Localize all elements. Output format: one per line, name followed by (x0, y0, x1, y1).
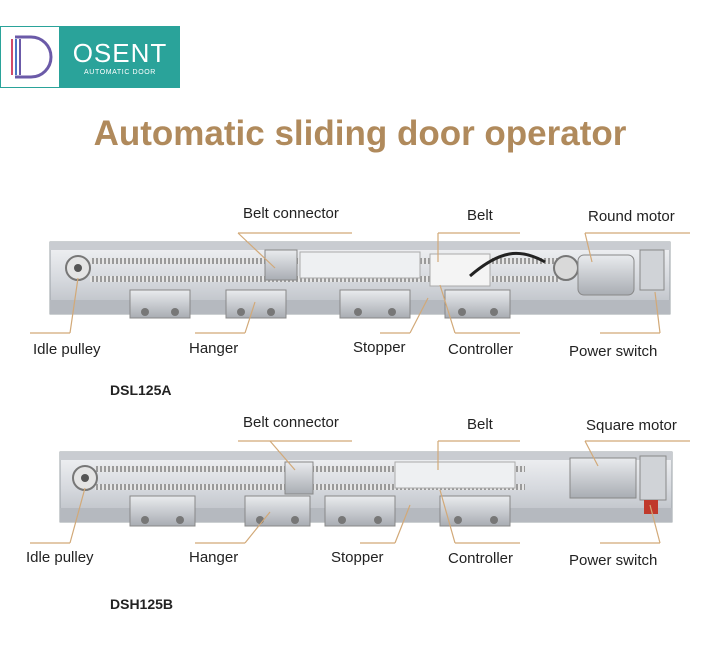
belt-connector-1 (264, 249, 298, 281)
brand-name: OSENT (72, 37, 168, 68)
label-round-motor: Round motor (588, 208, 675, 225)
label-belt-1: Belt (467, 207, 493, 224)
brand-tagline: AUTOMATIC DOOR (84, 68, 156, 76)
label-idle-pulley-2: Idle pulley (26, 549, 94, 566)
label-controller-2: Controller (448, 550, 514, 567)
unit-dsl125a (30, 232, 690, 334)
round-motor-1 (577, 254, 635, 296)
label-hanger-1: Hanger (189, 340, 239, 357)
label-square-motor: Square motor (586, 417, 677, 434)
label-power-switch-1: Power switch (569, 343, 658, 360)
label-hanger-2: Hanger (189, 549, 239, 566)
label-power-switch-2: Power switch (569, 552, 658, 569)
label-idle-pulley-1: Idle pulley (33, 341, 101, 358)
label-controller-1: Controller (448, 341, 514, 358)
square-motor-2 (569, 457, 637, 499)
label-stopper-2: Stopper (331, 549, 384, 566)
belt-connector-2 (284, 461, 314, 495)
label-stopper-1: Stopper (353, 339, 406, 356)
label-belt-2: Belt (467, 416, 493, 433)
model-label-1: DSL125A (110, 382, 172, 398)
unit-dsh125b (30, 440, 690, 544)
model-label-2: DSH125B (110, 596, 174, 612)
power-switch-1 (639, 249, 665, 291)
controller-1 (429, 253, 491, 287)
logo-text-box: OSENT AUTOMATIC DOOR (60, 26, 180, 88)
label-belt-connector-1: Belt connector (243, 205, 339, 222)
power-switch-2 (639, 455, 667, 501)
page-title: Automatic sliding door operator (93, 114, 627, 153)
brand-logo: OSENT AUTOMATIC DOOR (0, 26, 180, 88)
controller-2 (394, 461, 516, 489)
label-belt-connector-2: Belt connector (243, 414, 339, 431)
logo-mark-icon (0, 26, 60, 88)
